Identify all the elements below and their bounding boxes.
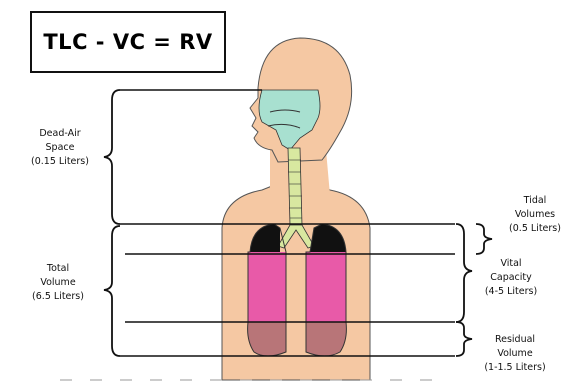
dead-air-line-2: Space	[14, 141, 106, 155]
dead-air-space-label: Dead-Air Space (0.15 Liters)	[14, 127, 106, 169]
tidal-line-3: (0.5 Liters)	[494, 222, 576, 236]
dead-air-line-1: Dead-Air	[14, 127, 106, 141]
tidal-volumes-label: Tidal Volumes (0.5 Liters)	[494, 194, 576, 236]
vital-line-1: Vital	[470, 257, 552, 271]
dead-air-line-3: (0.15 Liters)	[14, 155, 106, 169]
total-volume-bracket	[104, 226, 120, 356]
residual-volume-label: Residual Volume (1-1.5 Liters)	[470, 333, 560, 375]
tidal-bracket	[476, 224, 492, 254]
residual-line-3: (1-1.5 Liters)	[470, 361, 560, 375]
total-volume-line-3: (6.5 Liters)	[14, 290, 102, 304]
residual-line-1: Residual	[470, 333, 560, 347]
right-lung	[306, 224, 346, 356]
vital-line-2: Capacity	[470, 271, 552, 285]
tidal-line-1: Tidal	[494, 194, 576, 208]
total-volume-label: Total Volume (6.5 Liters)	[14, 262, 102, 304]
formula-box: TLC - VC = RV	[30, 11, 226, 73]
formula-text: TLC - VC = RV	[43, 30, 212, 54]
left-brackets	[104, 90, 120, 356]
tidal-line-2: Volumes	[494, 208, 576, 222]
vital-line-3: (4-5 Liters)	[470, 285, 552, 299]
dead-air-bracket	[104, 90, 120, 224]
vital-capacity-label: Vital Capacity (4-5 Liters)	[470, 257, 552, 299]
total-volume-line-2: Volume	[14, 276, 102, 290]
residual-line-2: Volume	[470, 347, 560, 361]
total-volume-line-1: Total	[14, 262, 102, 276]
